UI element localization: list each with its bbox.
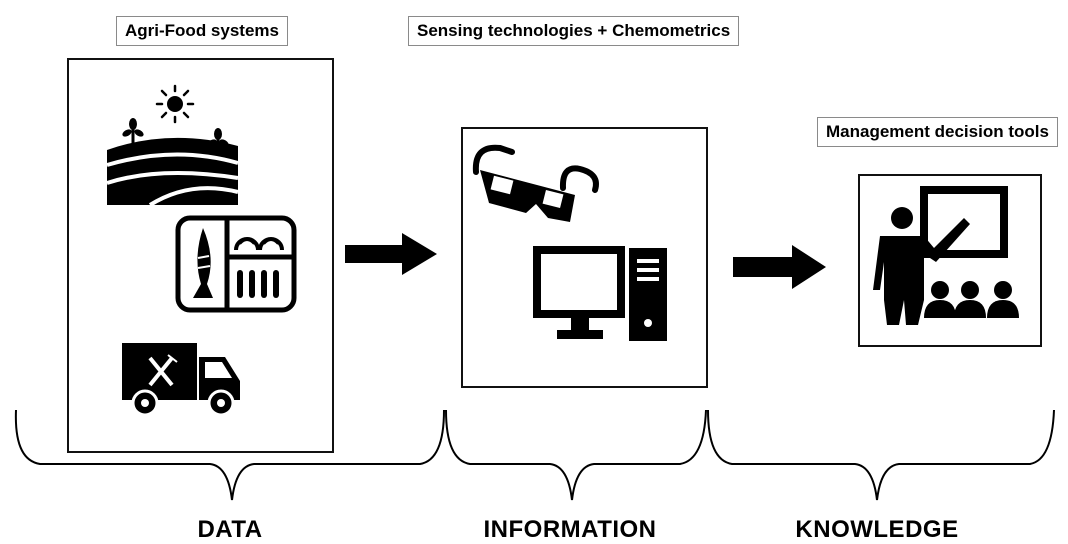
stage-label-knowledge: KNOWLEDGE: [795, 516, 959, 543]
sensing-technologies-label: Sensing technologies + Chemometrics: [408, 16, 740, 46]
agri-food-systems-label: Agri-Food systems: [116, 16, 288, 46]
3d-glasses-icon: [472, 144, 599, 222]
information-brace: [445, 409, 707, 501]
data-brace: [14, 409, 445, 501]
food-tray-icon: [175, 215, 297, 313]
desktop-computer-icon: [533, 246, 667, 341]
farm-field-icon: [106, 84, 239, 207]
arrow-right-icon: [733, 245, 826, 289]
arrow-right-icon: [345, 233, 437, 275]
management-decision-tools-label: Management decision tools: [817, 117, 1058, 147]
stage-label-data: DATA: [197, 516, 263, 543]
delivery-truck-icon: [122, 343, 240, 417]
knowledge-brace: [707, 409, 1055, 501]
sun-icon: [155, 84, 195, 124]
teacher-presentation-icon: [873, 186, 1019, 325]
stage-label-information: INFORMATION: [483, 516, 657, 543]
